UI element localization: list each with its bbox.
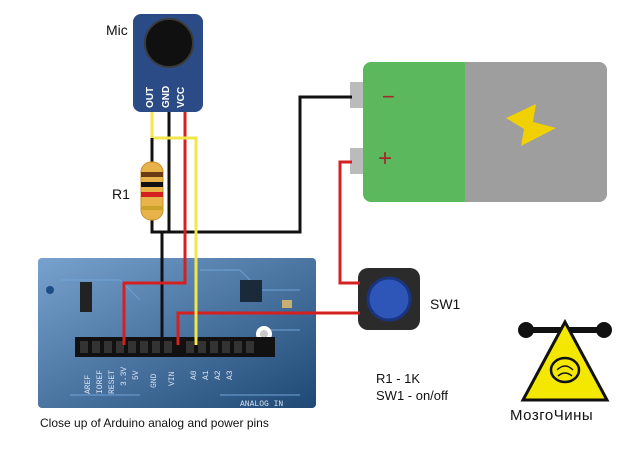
battery-plus-sign: + — [378, 145, 393, 172]
header-label-reset: RESET — [108, 369, 117, 394]
header-label-aref: AREF — [84, 374, 93, 394]
header-label-vin: VIN — [168, 371, 177, 386]
header-label-a1: A1 — [202, 370, 211, 380]
note-r1: R1 - 1K — [376, 371, 421, 386]
mic-label: Mic — [106, 22, 128, 38]
mic-module — [133, 14, 203, 112]
battery — [350, 62, 607, 202]
yellow-wires — [150, 112, 198, 345]
brand-name: МозгоЧины — [510, 407, 594, 424]
header-label-a2: A2 — [214, 370, 223, 380]
r1-label: R1 — [112, 186, 130, 202]
mic-pin-out: OUT — [145, 86, 156, 108]
mozgochiny-logo — [518, 318, 612, 402]
mic-pin-gnd: GND — [161, 85, 172, 108]
red-wires — [122, 112, 360, 345]
header-label-3v3: 3.3V — [120, 366, 129, 386]
header-label-5v: 5V — [132, 370, 141, 380]
header-label-a3: A3 — [226, 370, 235, 380]
sw1-switch[interactable] — [358, 268, 420, 330]
header-label-gnd: GND — [150, 373, 159, 388]
header-label-ioref: IOREF — [96, 369, 105, 394]
mic-pin-vcc: VCC — [176, 86, 187, 108]
battery-minus-sign: − — [382, 84, 395, 109]
header-label-a0: A0 — [190, 370, 199, 380]
lightning-icon — [506, 104, 556, 146]
note-sw1: SW1 - on/off — [376, 388, 449, 403]
header-label-analog-in: ANALOG IN — [240, 400, 284, 409]
caption: Close up of Arduino analog and power pin… — [40, 416, 269, 430]
r1-resistor — [140, 138, 164, 232]
sw1-label: SW1 — [430, 296, 461, 312]
